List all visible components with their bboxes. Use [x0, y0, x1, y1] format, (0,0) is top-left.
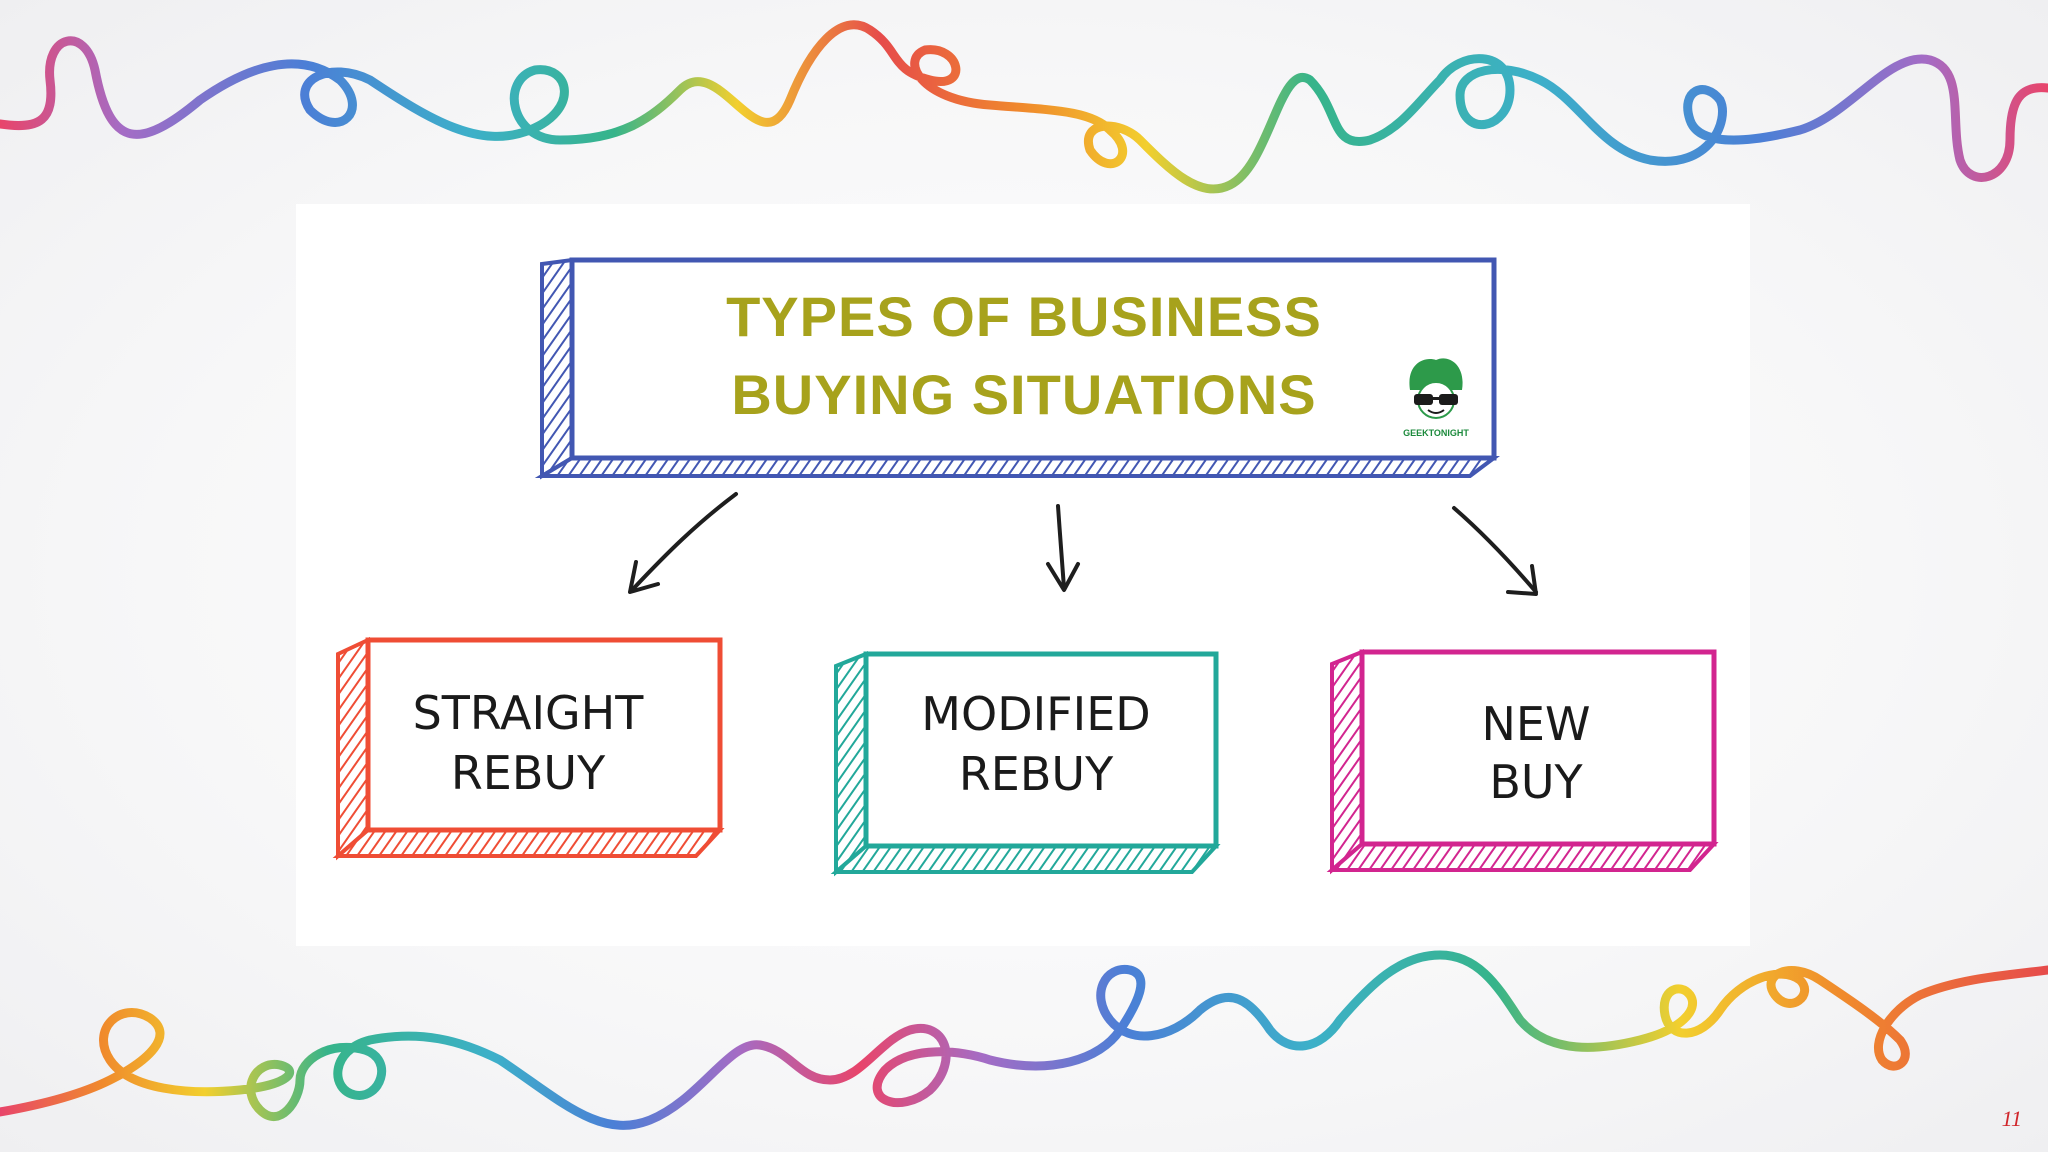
bottom-squiggle: [0, 950, 2048, 1130]
box-modified-rebuy-face: [863, 651, 1219, 849]
box-modified-rebuy-line-1: MODIFIED: [921, 687, 1150, 741]
diagram-panel: TYPES OF BUSINESS BUYING SITUATIONS GEEK…: [296, 204, 1750, 946]
box-straight-rebuy-line-1: STRAIGHT: [413, 686, 645, 740]
box-new-buy-line-2: BUY: [1489, 755, 1583, 809]
page-number: 11: [2001, 1106, 2022, 1131]
box-modified-rebuy-line-2: REBUY: [959, 747, 1114, 801]
title-box-face: [569, 257, 1497, 461]
box-new-buy-side: [1330, 649, 1364, 875]
top-squiggle: [0, 20, 2048, 194]
box-straight-rebuy-bottom: [332, 828, 725, 858]
box-straight-rebuy-side: [336, 636, 370, 861]
box-modified-rebuy-side: [834, 651, 868, 877]
box-modified-rebuy: MODIFIED REBUY: [830, 651, 1221, 877]
box-modified-rebuy-bottom: [830, 844, 1221, 874]
title-box: TYPES OF BUSINESS BUYING SITUATIONS GEEK…: [534, 257, 1500, 480]
geek-mascot-icon: [1409, 358, 1463, 419]
title-box-bottom: [534, 456, 1500, 478]
title-line-1: TYPES OF BUSINESS: [726, 285, 1322, 348]
box-new-buy-line-1: NEW: [1482, 697, 1591, 751]
box-straight-rebuy-line-2: REBUY: [451, 746, 606, 800]
box-new-buy-bottom: [1326, 842, 1719, 872]
title-box-side: [540, 257, 574, 480]
box-new-buy-face: [1359, 649, 1717, 847]
arrow-left: [628, 492, 738, 594]
logo-text: GEEKTONIGHT: [1403, 428, 1469, 438]
arrow-right: [1452, 506, 1538, 596]
arrow-center: [1046, 504, 1080, 592]
box-new-buy: NEW BUY: [1326, 649, 1719, 875]
diagram-canvas: TYPES OF BUSINESS BUYING SITUATIONS GEEK…: [332, 257, 1719, 877]
title-line-2: BUYING SITUATIONS: [731, 363, 1316, 426]
box-straight-rebuy-face: [365, 637, 723, 833]
box-straight-rebuy: STRAIGHT REBUY: [332, 636, 725, 861]
